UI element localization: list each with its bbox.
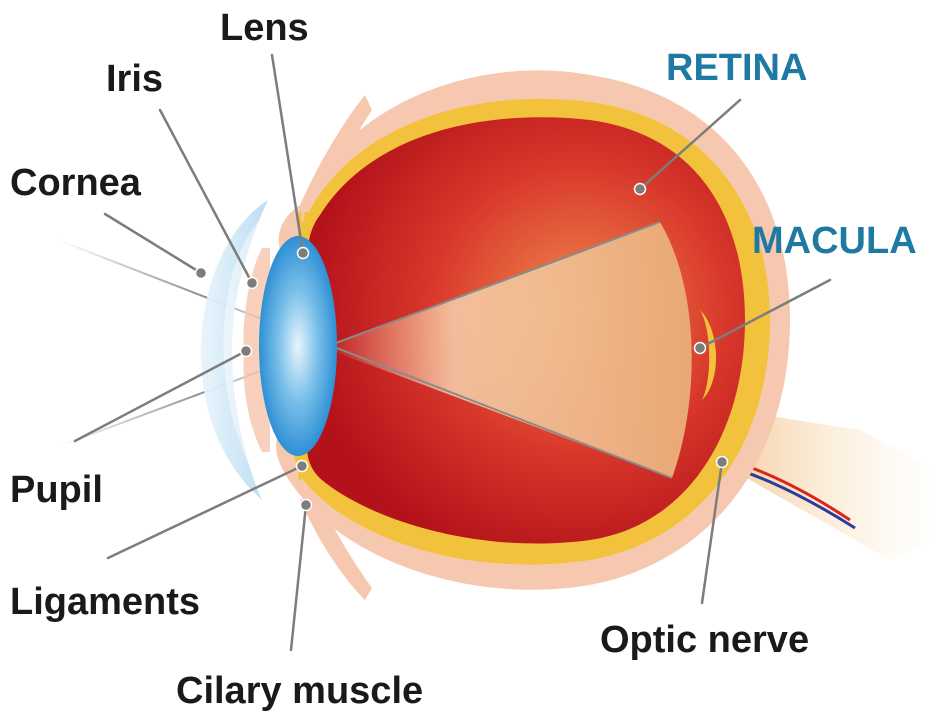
label-optic-nerve: Optic nerve (600, 619, 809, 661)
label-pupil: Pupil (10, 469, 103, 511)
label-lens: Lens (220, 7, 309, 49)
leader-cilary-muscle (291, 505, 306, 650)
label-cilary-muscle: Cilary muscle (176, 670, 423, 712)
label-ligaments: Ligaments (10, 581, 200, 623)
label-retina: RETINA (666, 47, 807, 89)
label-cornea: Cornea (10, 162, 142, 204)
leader-ligaments (108, 466, 302, 558)
label-iris: Iris (106, 58, 163, 100)
label-macula: MACULA (752, 220, 917, 262)
lens (259, 236, 337, 456)
